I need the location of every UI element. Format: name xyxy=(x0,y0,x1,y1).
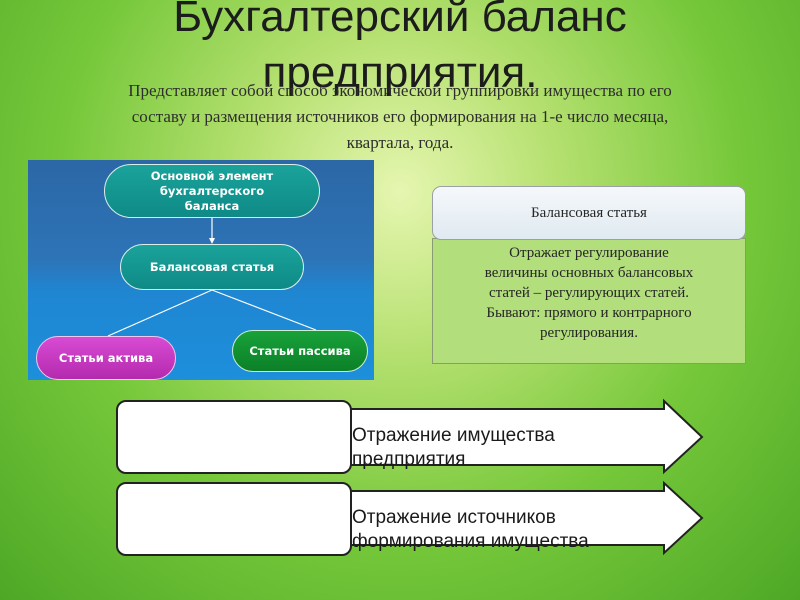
page-title-line-2: предприятия. xyxy=(262,48,538,97)
subtitle: Представляет собой способ экономической … xyxy=(20,78,780,156)
connector-middle-right xyxy=(211,289,317,331)
definition-body: Отражает регулирование величины основных… xyxy=(432,238,746,364)
diagram-connectors xyxy=(107,218,317,337)
arrow-2-line-1: Отражение источников xyxy=(352,507,556,528)
balance-structure-diagram: Основной элемент бухгалтерского баланса … xyxy=(28,160,374,380)
subtitle-line-3: квартала, года. xyxy=(346,133,454,152)
definition-line-2: величины основных балансовых xyxy=(484,265,694,281)
definition-line-4: Бывают: прямого и контрарного xyxy=(486,305,692,321)
definition-line-3: статей – регулирующих статей. xyxy=(488,285,690,301)
arrow-shape-2 xyxy=(299,480,704,556)
arrow-2-line-2: формирования имущества xyxy=(352,531,589,552)
arrow-1-line-1: Отражение имущества xyxy=(352,425,555,446)
definition-line-5: регулирования. xyxy=(540,325,638,341)
arrow-2-text: Отражение источников формирования имущес… xyxy=(352,506,589,554)
diagram-asset-node: Статьи актива xyxy=(36,336,176,380)
arrow-shape-1 xyxy=(299,398,704,475)
definition-line-1: Отражает регулирование xyxy=(509,245,669,261)
diagram-root-line-1: Основной элемент xyxy=(150,168,274,183)
subtitle-line-1: Представляет собой способ экономической … xyxy=(128,81,672,100)
arrow-1-label-box xyxy=(116,400,352,474)
arrow-1-text: Отражение имущества предприятия xyxy=(352,424,555,472)
diagram-root-node: Основной элемент бухгалтерского баланса xyxy=(104,164,320,218)
connector-middle-left xyxy=(107,289,213,337)
diagram-middle-node: Балансовая статья xyxy=(120,244,304,290)
arrow-1-line-2: предприятия xyxy=(352,449,466,470)
connector-root-middle-arrowhead xyxy=(209,238,215,244)
diagram-liability-node: Статьи пассива xyxy=(232,330,368,372)
definition-header: Балансовая статья xyxy=(432,186,746,240)
page-title-line-1: Бухгалтерский баланс xyxy=(173,0,627,41)
diagram-root-line-2: бухгалтерского xyxy=(159,183,265,198)
diagram-root-line-3: баланса xyxy=(184,198,240,213)
arrow-2-label-box xyxy=(116,482,352,556)
subtitle-line-2: составу и размещения источников его форм… xyxy=(131,107,669,126)
